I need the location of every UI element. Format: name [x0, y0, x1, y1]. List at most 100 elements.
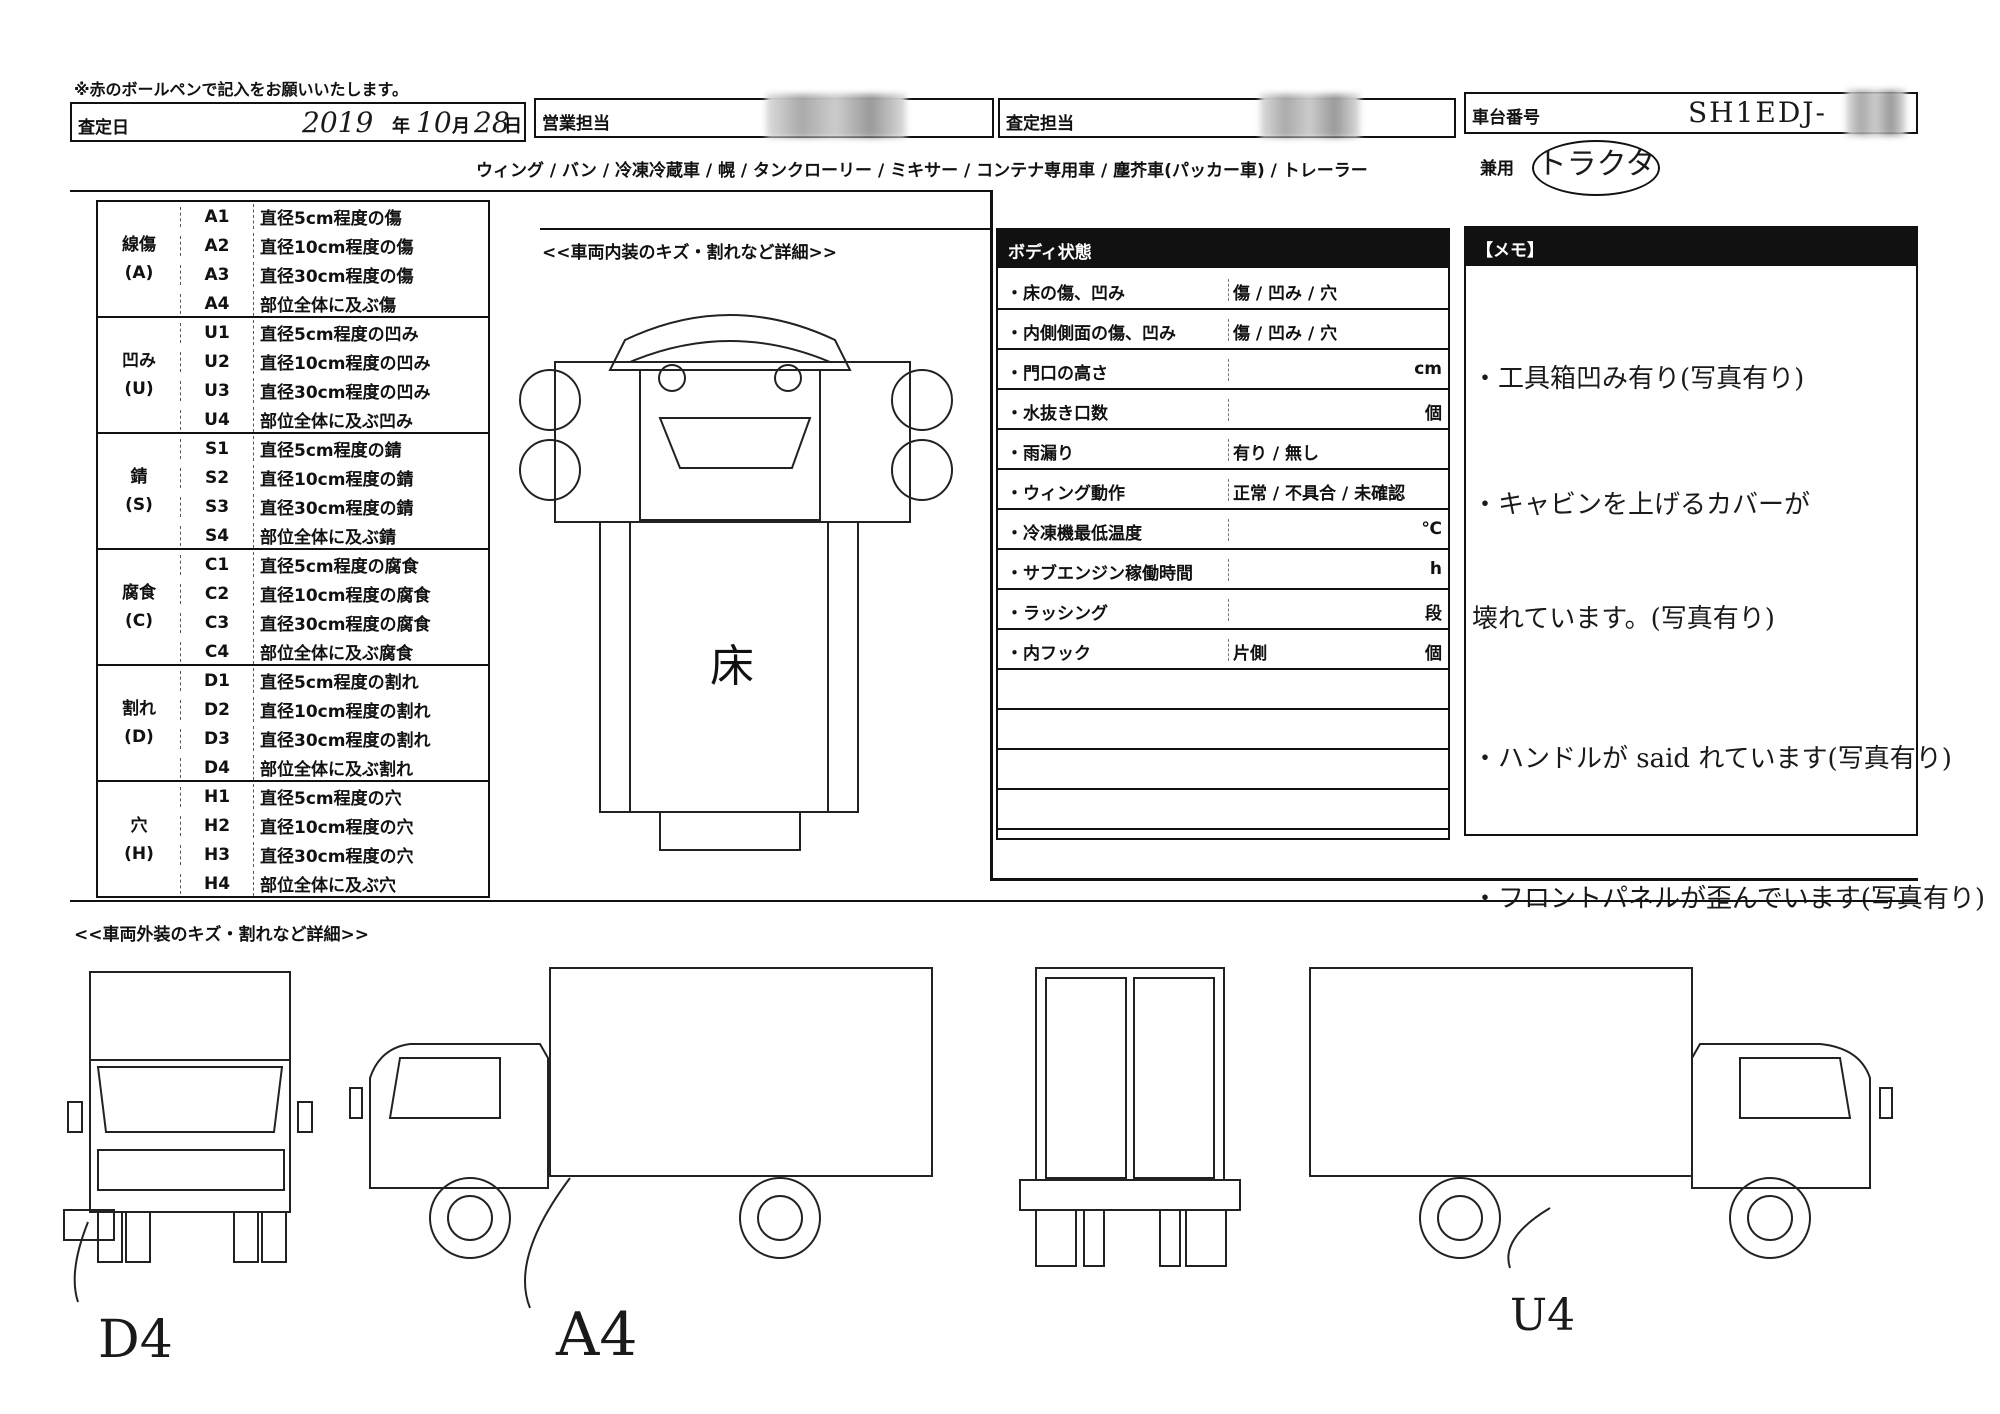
body-state-row[interactable]: ・冷凍機最低温度 ℃: [998, 510, 1448, 550]
damage-code: H2: [180, 815, 253, 836]
body-state-row[interactable]: ・水抜き口数個: [998, 390, 1448, 430]
interior-floor-diagram[interactable]: [519, 300, 953, 860]
instruction-notice: ※赤のボールペンで記入をお願いいたします。: [74, 80, 408, 99]
frame-line: [70, 900, 1918, 902]
body-state-title: ボディ状態: [998, 230, 1448, 268]
damage-group-name: 腐食 (C): [98, 550, 180, 664]
chassis-number-field[interactable]: 車台番号 SH1EDJ-: [1464, 90, 1918, 136]
damage-abbr: (D): [124, 727, 154, 747]
damage-abbr: (A): [124, 263, 154, 283]
damage-description: 直径30cm程度の穴: [253, 842, 488, 867]
truck-left-side-view[interactable]: [349, 967, 950, 1309]
body-state-row[interactable]: ・床の傷、凹み傷 / 凹み / 穴: [998, 270, 1448, 310]
body-state-row[interactable]: ・内側側面の傷、凹み傷 / 凹み / 穴: [998, 310, 1448, 350]
damage-code: C4: [180, 641, 253, 662]
damage-abbr: (C): [124, 611, 153, 631]
damage-code: S1: [180, 438, 253, 459]
memo-title: 【メモ】: [1466, 228, 1916, 266]
appraisal-date-field[interactable]: 査定日 2019 年 10 月 28 日: [70, 102, 526, 142]
damage-description: 部位全体に及ぶ穴: [253, 871, 488, 896]
damage-code: U1: [180, 322, 253, 343]
memo-line: 壊れています。(写真有り): [1472, 604, 1775, 634]
damage-description: 直径30cm程度の腐食: [253, 610, 488, 635]
damage-type: 腐食: [122, 583, 156, 603]
damage-code: S4: [180, 525, 253, 546]
damage-group-name: 凹み(U): [98, 318, 180, 432]
redacted-name: [766, 94, 906, 138]
damage-code: S3: [180, 496, 253, 517]
body-state-options: 傷 / 凹み / 穴: [1228, 279, 1337, 304]
body-state-label: ・門口の高さ: [1006, 364, 1108, 384]
damage-code: C3: [180, 612, 253, 633]
frame-line: [990, 190, 993, 880]
frame-line: [990, 878, 1918, 881]
body-state-label: ・雨漏り: [1006, 444, 1074, 464]
sales-rep-field[interactable]: 営業担当: [534, 94, 994, 138]
body-state-unit: ℃: [1421, 519, 1442, 539]
damage-description: 部位全体に及ぶ凹み: [253, 407, 488, 432]
body-state-blank-row[interactable]: [998, 790, 1448, 830]
truck-front-view[interactable]: [63, 971, 318, 1303]
chassis-label: 車台番号: [1472, 108, 1540, 128]
body-state-blank-row[interactable]: [998, 670, 1448, 710]
date-year-unit: 年: [392, 116, 410, 137]
mark-d4: D4: [98, 1310, 173, 1370]
other-type-value: トラクタ: [1532, 140, 1660, 196]
body-state-row[interactable]: ・内フック片側個: [998, 630, 1448, 670]
damage-code: H4: [180, 873, 253, 894]
damage-code: U4: [180, 409, 253, 430]
damage-code: A2: [180, 235, 253, 256]
redacted-chassis: [1846, 90, 1906, 136]
appraiser-label: 査定担当: [1006, 114, 1074, 134]
floor-label: 床: [710, 641, 754, 692]
body-state-options: 正常 / 不具合 / 未確認: [1228, 479, 1405, 504]
damage-description: 直径10cm程度の傷: [253, 233, 488, 258]
body-state-label: ・冷凍機最低温度: [1006, 524, 1142, 544]
body-state-options: [1228, 559, 1233, 581]
appraiser-field[interactable]: 査定担当: [998, 94, 1456, 138]
body-state-blank-row[interactable]: [998, 710, 1448, 750]
redacted-name: [1260, 94, 1360, 138]
damage-group-name: 線傷(A): [98, 202, 180, 316]
truck-rear-view[interactable]: [1010, 967, 1250, 1268]
truck-right-side-view[interactable]: [1300, 967, 1920, 1269]
damage-code: C2: [180, 583, 253, 604]
body-state-label: ・サブエンジン稼働時間: [1006, 564, 1193, 584]
damage-type: 割れ: [122, 699, 156, 719]
date-month: 10: [416, 106, 452, 139]
damage-code: D3: [180, 728, 253, 749]
body-state-row[interactable]: ・雨漏り有り / 無し: [998, 430, 1448, 470]
body-state-row[interactable]: ・ラッシング段: [998, 590, 1448, 630]
damage-description: 直径10cm程度の穴: [253, 813, 488, 838]
damage-description: 直径30cm程度の傷: [253, 262, 488, 287]
damage-description: 部位全体に及ぶ割れ: [253, 755, 488, 780]
damage-code: H1: [180, 786, 253, 807]
damage-code: C1: [180, 554, 253, 575]
body-state-blank-row[interactable]: [998, 750, 1448, 790]
body-state-row[interactable]: ・ウィング動作正常 / 不具合 / 未確認: [998, 470, 1448, 510]
body-state-label: ・水抜き口数: [1006, 404, 1108, 424]
